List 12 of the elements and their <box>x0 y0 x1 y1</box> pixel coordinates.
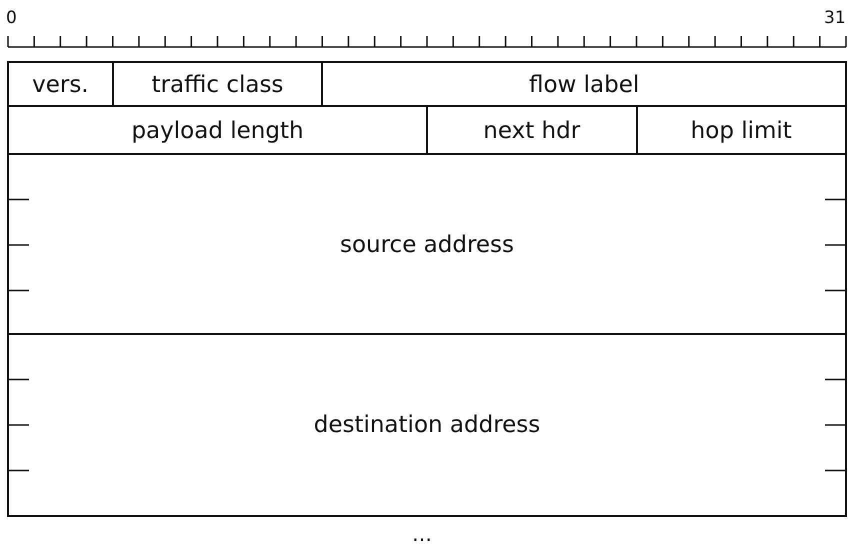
header-field <box>7 333 847 517</box>
bit-number: 0 <box>6 8 17 28</box>
field-label: flow label <box>528 72 640 98</box>
bit-number: 31 <box>824 8 846 28</box>
field-label: traffic class <box>150 72 284 98</box>
field-label: hop limit <box>690 118 793 144</box>
field-label: payload length <box>130 118 305 144</box>
field-label: destination address <box>312 412 542 438</box>
field-label: source address <box>338 232 516 258</box>
field-label: next hdr <box>482 118 582 144</box>
ellipsis: … <box>412 522 432 546</box>
field-label: vers. <box>31 72 90 98</box>
